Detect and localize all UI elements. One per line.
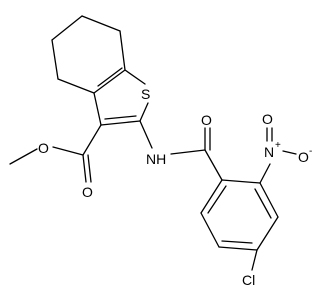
nitro-oxygen: O: [262, 111, 273, 127]
bond-ar4-cl: [251, 249, 258, 271]
bond-c2-c3: [100, 120, 141, 126]
bond-c3-c3a: [93, 92, 102, 126]
bond-c4-c3a: [57, 78, 95, 94]
bond-nnitro-o-neg: [282, 150, 297, 155]
bond-cester-o-ester: [52, 146, 84, 156]
bond-c7-c6: [81, 15, 121, 32]
nitro-oxygen-charge: -: [309, 146, 312, 157]
bond-c6-c5: [51, 15, 83, 41]
bond-ar1-ar2: [221, 179, 261, 184]
nitro-nitrogen-charge: +: [275, 140, 281, 151]
nitro-nitrogen: N: [264, 144, 274, 160]
bond-s-c2: [139, 102, 149, 122]
bond-ar2-ar3: [259, 182, 279, 218]
bond-ar5-ar6: [200, 212, 220, 248]
bond-c2-n: [139, 120, 153, 149]
bond-ar2-n: [259, 163, 271, 184]
bonds: [9, 15, 297, 271]
chlorine-atom: Cl: [242, 272, 255, 288]
bond-n-camide: [170, 149, 206, 155]
bond-c7a-s: [124, 69, 146, 85]
bond-ar3-ar4: [256, 216, 279, 251]
bond-c7a-c7: [119, 30, 126, 71]
bond-ar4-ar5-inner: [221, 240, 253, 244]
bond-camide-ring: [204, 149, 223, 181]
bond-c3-cester: [82, 124, 102, 156]
bond-ar6-ar1: [200, 179, 223, 214]
bond-o-ester-methyl: [9, 148, 38, 165]
ester-carbonyl-oxygen: O: [82, 184, 93, 200]
ester-oxygen: O: [38, 140, 49, 156]
nitro-oxygen-anion: O: [298, 149, 309, 165]
sulfur-atom: S: [141, 86, 150, 102]
bond-cester-o-carbonyl: [82, 154, 87, 183]
bond-ar6-ar1-inner: [207, 185, 227, 214]
bond-ar4-ar5: [218, 246, 258, 251]
bond-c3a-c7a: [93, 69, 126, 94]
bond-cester-o-carbonyl-2: [87, 154, 92, 183]
bond-c3a-c7a-inner: [97, 67, 123, 87]
atom-labels: S NH O O O N + O O - Cl: [38, 86, 312, 288]
bond-c2-c3-inner: [104, 115, 137, 120]
bond-c5-c4: [51, 39, 59, 80]
bond-ar2-ar3-inner: [254, 188, 272, 219]
amide-nh-group: NH: [146, 151, 166, 167]
amide-oxygen: O: [201, 112, 212, 128]
